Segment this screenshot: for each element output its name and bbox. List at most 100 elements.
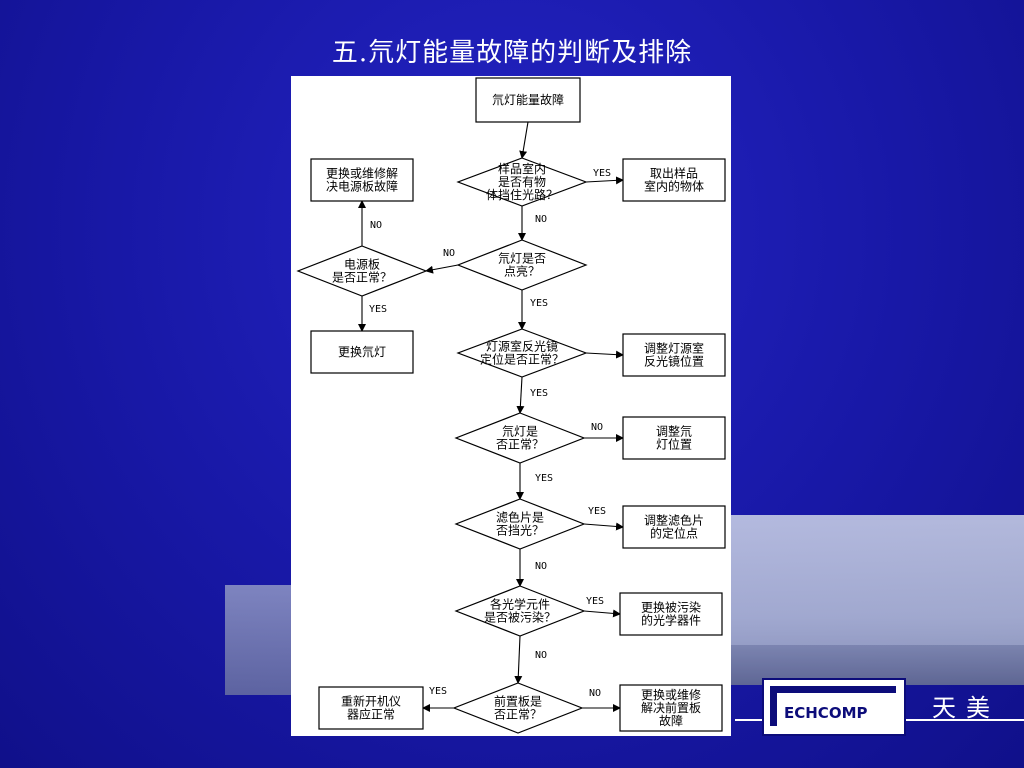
decision-diamond — [296, 245, 428, 297]
flow-arrow — [583, 609, 621, 618]
node-label: 取出样品 — [650, 166, 698, 181]
node-label: 是否正常？ — [332, 271, 392, 285]
flowchart-svg: 氘灯能量故障样品室内是否有物体挡住光路？取出样品室内的物体氘灯是否点亮？电源板是… — [296, 77, 726, 734]
edge-label-yes: YES — [530, 298, 548, 309]
node-label: 故障 — [659, 713, 683, 728]
node-label: 氘灯是否 — [498, 252, 546, 266]
node-label: 否挡光？ — [496, 524, 544, 538]
edge-label-no: NO — [535, 214, 547, 225]
decision-diamond — [456, 239, 588, 291]
edge-label-no: NO — [589, 688, 601, 699]
process-box — [310, 158, 414, 202]
node-label: 灯位置 — [656, 437, 692, 452]
flow-arrow — [585, 176, 624, 185]
techcomp-logo: ECHCOMP — [762, 678, 906, 736]
node-label: 室内的物体 — [644, 179, 704, 194]
node-label: 反光镜位置 — [644, 354, 704, 369]
flowchart-panel: 氘灯能量故障样品室内是否有物体挡住光路？取出样品室内的物体氘灯是否点亮？电源板是… — [291, 76, 731, 736]
node-label: 更换或维修解 — [326, 166, 398, 181]
node-label: 是否被污染？ — [484, 610, 556, 625]
edge-label-yes: YES — [369, 304, 387, 315]
edge-label-no: NO — [591, 422, 603, 433]
flow-arrow — [516, 376, 525, 414]
node-label: 更换被污染 — [641, 600, 701, 615]
edge-label-yes: YES — [530, 388, 548, 399]
decision-diamond — [454, 585, 586, 637]
edge-label-no: NO — [370, 220, 382, 231]
edge-label-yes: YES — [586, 596, 604, 607]
flow-arrow — [585, 350, 624, 359]
node-label: 调整氘 — [656, 424, 692, 439]
logo-brand-text: ECHCOMP — [784, 704, 868, 722]
node-label: 样品室内 — [498, 161, 546, 176]
edge-label-yes: YES — [588, 506, 606, 517]
decision-diamond — [452, 682, 584, 734]
edge-label-no: NO — [443, 248, 455, 259]
node-label: 体挡住光路？ — [486, 187, 558, 202]
node-label: 的定位点 — [650, 526, 698, 541]
node-label: 滤色片是 — [496, 511, 544, 525]
process-box — [318, 686, 424, 730]
edge-label-yes: YES — [593, 168, 611, 179]
background-building — [730, 515, 1024, 685]
node-label: 更换氘灯 — [338, 345, 386, 359]
process-box — [622, 505, 726, 549]
process-box — [619, 592, 723, 636]
node-label: 点亮？ — [504, 264, 540, 279]
flow-arrow — [583, 522, 624, 531]
flow-arrow — [514, 635, 523, 684]
decision-diamond — [456, 328, 588, 378]
process-box — [622, 333, 726, 377]
background-building-left — [225, 585, 295, 695]
node-label: 的光学器件 — [641, 613, 701, 628]
node-label: 否正常？ — [496, 438, 544, 452]
node-label: 器应正常 — [347, 707, 395, 722]
node-label: 电源板 — [344, 258, 380, 272]
node-label: 更换或维修 — [641, 687, 701, 702]
edge-label-no: NO — [535, 650, 547, 661]
decision-diamond — [454, 498, 586, 550]
edge-label-yes: YES — [535, 473, 553, 484]
process-box — [475, 77, 581, 123]
logo-chinese-text: 天美 — [932, 694, 1000, 722]
node-label: 各光学元件 — [490, 597, 550, 612]
node-label: 解决前置板 — [641, 700, 701, 715]
node-label: 是否有物 — [498, 175, 546, 189]
flow-arrow — [519, 121, 529, 159]
process-box — [622, 158, 726, 202]
logo-t-stem — [770, 686, 777, 726]
slide-title: 五.氘灯能量故障的判断及排除 — [331, 38, 693, 68]
node-label: 决电源板故障 — [326, 179, 398, 194]
process-box — [622, 416, 726, 460]
node-label: 否正常？ — [494, 708, 542, 722]
decision-diamond — [454, 412, 586, 464]
logo-t-bar — [770, 686, 896, 693]
node-label: 调整灯源室 — [644, 341, 704, 356]
edge-label-yes: YES — [429, 686, 447, 697]
node-label: 前置板是 — [494, 694, 542, 709]
decision-diamond — [456, 157, 588, 207]
node-label: 定位是否正常？ — [480, 352, 564, 367]
node-label: 调整滤色片 — [644, 513, 704, 528]
node-label: 重新开机仪 — [341, 694, 401, 709]
process-box — [310, 330, 414, 374]
node-label: 氘灯能量故障 — [492, 92, 564, 107]
node-a-replace-lamp: 更换氘灯 — [310, 330, 414, 374]
node-label: 灯源室反光镜 — [486, 339, 558, 354]
